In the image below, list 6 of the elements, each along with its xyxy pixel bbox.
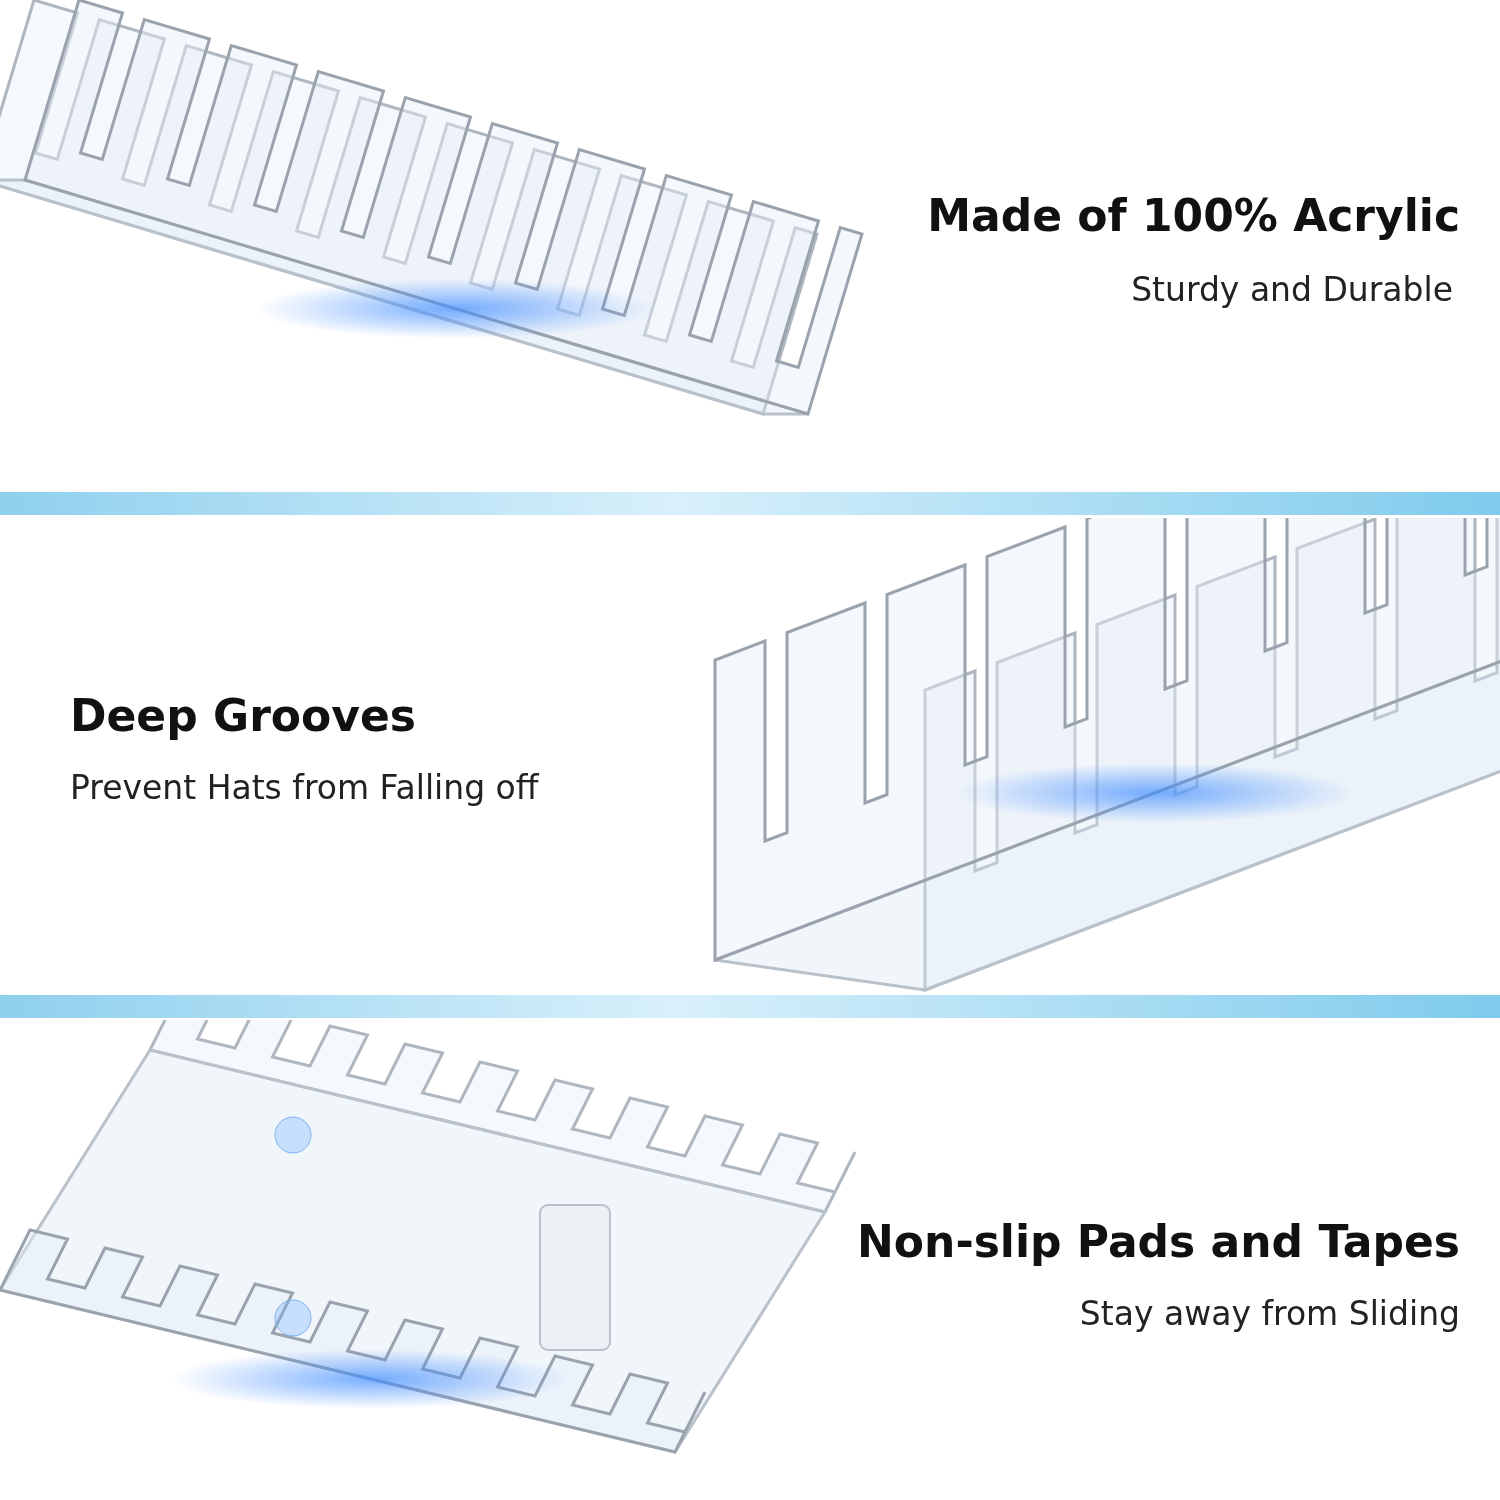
feature-description: Prevent Hats from Falling off: [70, 768, 539, 807]
feature-heading: Made of 100% Acrylic: [927, 190, 1460, 241]
feature-description: Sturdy and Durable: [1131, 270, 1453, 309]
feature-description: Stay away from Sliding: [1079, 1294, 1460, 1333]
feature-heading: Deep Grooves: [70, 690, 416, 741]
feature-heading: Non-slip Pads and Tapes: [857, 1216, 1460, 1267]
